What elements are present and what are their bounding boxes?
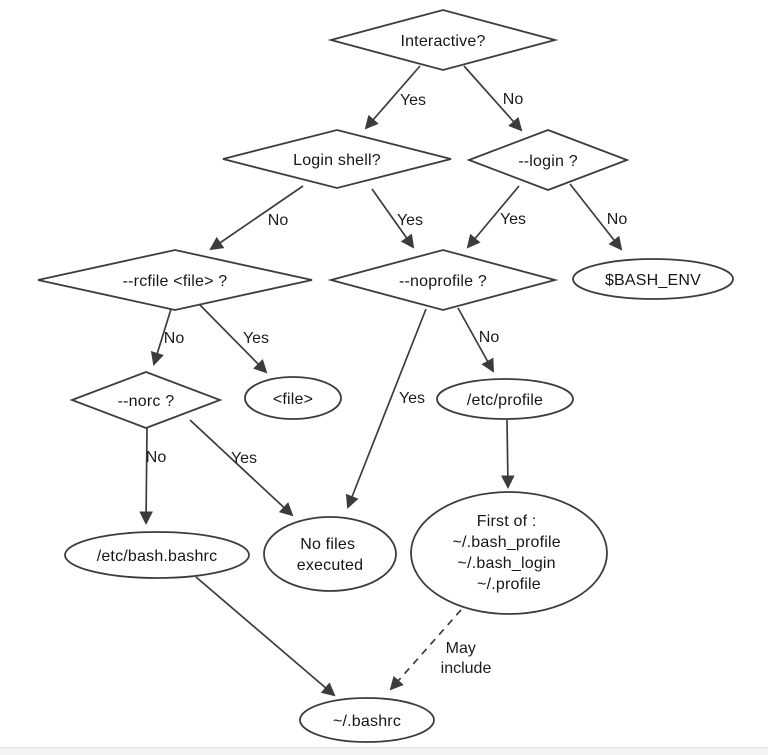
label-login-shell-no: No bbox=[268, 212, 289, 229]
edge-noprofile-yes bbox=[345, 308, 427, 509]
node-file: <file> bbox=[244, 376, 342, 420]
node-no-files: No files executed bbox=[263, 516, 397, 592]
nodes: Interactive? Login shell? --login ? $BAS… bbox=[37, 9, 734, 743]
label-norc-no: No bbox=[146, 449, 167, 466]
node-noprofile: --noprofile ? bbox=[327, 249, 559, 311]
edge-login-shell-yes bbox=[371, 188, 415, 249]
first-of-ellipse bbox=[410, 491, 608, 615]
label-noprofile-no: No bbox=[479, 329, 500, 346]
edge-login-flag-no bbox=[569, 183, 623, 251]
etc-profile-label: /etc/profile bbox=[467, 392, 543, 409]
edge-etc-profile-to-first-of bbox=[501, 419, 515, 490]
label-login-flag-no: No bbox=[607, 211, 628, 228]
edges bbox=[139, 65, 623, 697]
first-of-label: First of : ~/.bash_profile ~/.bash_login… bbox=[452, 513, 565, 593]
node-login-flag: --login ? bbox=[466, 129, 630, 191]
label-login-shell-yes: Yes bbox=[397, 212, 423, 229]
login-flag-diamond bbox=[466, 129, 630, 191]
node-bashrc: ~/.bashrc bbox=[299, 697, 435, 743]
etc-bash-bashrc-ellipse bbox=[64, 531, 250, 579]
etc-bash-bashrc-label: /etc/bash.bashrc bbox=[97, 548, 218, 565]
edge-noprofile-no bbox=[457, 307, 494, 373]
rcfile-label: --rcfile <file> ? bbox=[123, 273, 228, 290]
norc-label: --norc ? bbox=[118, 393, 175, 410]
bash-env-ellipse bbox=[572, 258, 734, 300]
edge-norc-no bbox=[139, 427, 153, 526]
node-bash-env: $BASH_ENV bbox=[572, 258, 734, 300]
node-login-shell: Login shell? bbox=[222, 129, 452, 189]
login-shell-label: Login shell? bbox=[293, 152, 381, 169]
label-noprofile-yes: Yes bbox=[399, 390, 425, 407]
label-rcfile-yes: Yes bbox=[243, 330, 269, 347]
node-etc-bash-bashrc: /etc/bash.bashrc bbox=[64, 531, 250, 579]
edge-rcfile-no bbox=[150, 308, 172, 366]
no-files-label: No files executed bbox=[297, 536, 364, 574]
edge-first-of-may-include-bashrc bbox=[389, 609, 462, 691]
bottom-strip bbox=[0, 747, 768, 755]
label-may-include: May include bbox=[441, 640, 492, 677]
node-etc-profile: /etc/profile bbox=[436, 378, 574, 420]
label-login-flag-yes: Yes bbox=[500, 211, 526, 228]
interactive-label: Interactive? bbox=[400, 33, 485, 50]
label-rcfile-no: No bbox=[164, 330, 185, 347]
login-flag-label: --login ? bbox=[518, 153, 578, 170]
edge-login-shell-no bbox=[209, 185, 304, 251]
file-ellipse bbox=[244, 376, 342, 420]
edge-login-flag-yes bbox=[466, 185, 520, 249]
noprofile-diamond bbox=[327, 249, 559, 311]
no-files-ellipse bbox=[263, 516, 397, 592]
login-shell-diamond bbox=[222, 129, 452, 189]
label-interactive-no: No bbox=[503, 91, 524, 108]
edge-etc-bash-bashrc-to-bashrc bbox=[195, 576, 336, 697]
node-rcfile: --rcfile <file> ? bbox=[37, 249, 313, 311]
interactive-diamond bbox=[327, 9, 559, 71]
norc-diamond bbox=[69, 371, 223, 429]
bashrc-ellipse bbox=[299, 697, 435, 743]
bash-env-label: $BASH_ENV bbox=[605, 272, 701, 289]
edge-labels: Yes No No Yes Yes No No Yes Yes No No Ye… bbox=[146, 91, 628, 677]
node-norc: --norc ? bbox=[69, 371, 223, 429]
label-norc-yes: Yes bbox=[231, 450, 257, 467]
bashrc-label: ~/.bashrc bbox=[333, 713, 401, 730]
edge-interactive-no bbox=[463, 65, 523, 132]
edge-interactive-yes bbox=[364, 65, 421, 130]
file-label: <file> bbox=[273, 391, 313, 408]
label-interactive-yes: Yes bbox=[400, 92, 426, 109]
noprofile-label: --noprofile ? bbox=[399, 273, 487, 290]
node-interactive: Interactive? bbox=[327, 9, 559, 71]
node-first-of: First of : ~/.bash_profile ~/.bash_login… bbox=[410, 491, 608, 615]
edge-norc-yes bbox=[189, 419, 294, 517]
rcfile-diamond bbox=[37, 249, 313, 311]
edge-rcfile-yes bbox=[199, 304, 268, 374]
etc-profile-ellipse bbox=[436, 378, 574, 420]
